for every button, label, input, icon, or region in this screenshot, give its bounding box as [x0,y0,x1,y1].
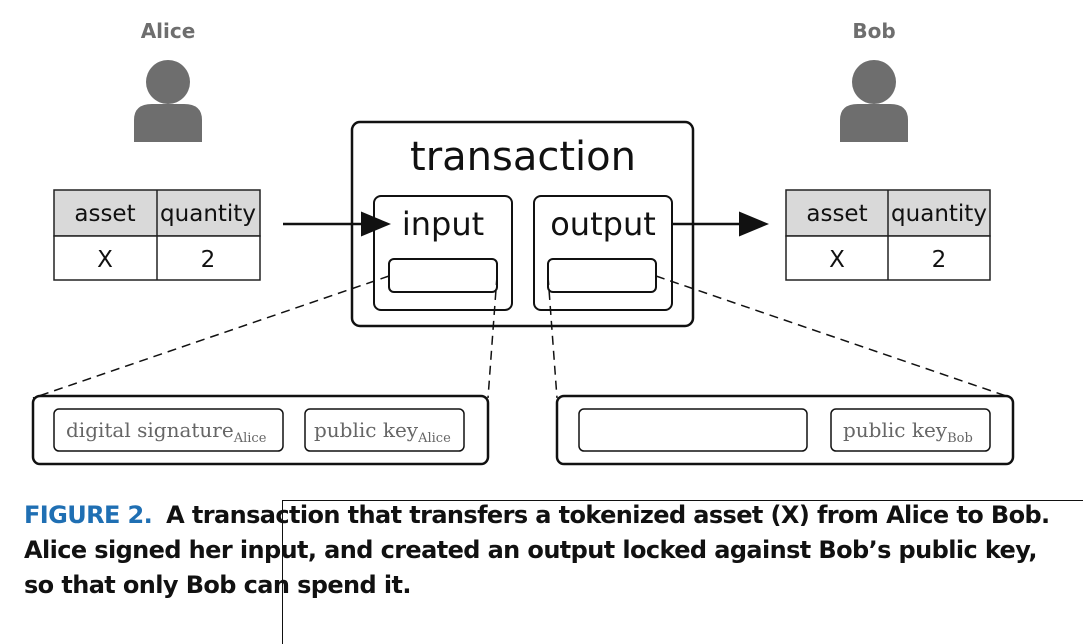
output-detail-box: public keyBob [555,394,1015,466]
table-cell-quantity: 2 [932,247,947,273]
alice-asset-table: asset quantity X 2 [53,189,261,281]
figure-label: FIGURE 2. [24,501,153,529]
transaction-box: transaction input output [350,120,695,328]
output-slot [547,258,657,293]
caption-text: A transaction that transfers a tokenized… [24,501,1050,599]
bob-public-key-field [830,408,991,452]
bob-person-icon [840,60,908,142]
digital-signature-field [53,408,284,452]
alice-person-icon [134,60,202,142]
actor-alice-label: Alice [141,19,196,43]
empty-field [578,408,808,452]
table-header-quantity: quantity [891,201,987,227]
table-cell-asset: X [829,247,845,273]
figure-caption: FIGURE 2.A transaction that transfers a … [24,498,1064,603]
table-cell-quantity: 2 [201,247,216,273]
zoom-lines [32,275,1013,399]
overlay-vertical-rule [282,500,283,644]
input-label: input [402,205,484,243]
table-header-asset: asset [806,201,867,227]
bob-public-key-text: public keyBob [843,418,973,446]
input-slot [388,258,498,293]
overlay-horizontal-rule [282,500,1083,501]
bob-asset-table: asset quantity X 2 [785,189,991,281]
table-cell-asset: X [97,247,113,273]
transaction-title: transaction [410,134,636,180]
alice-public-key-text: public keyAlice [314,418,451,446]
digital-signature-text: digital signatureAlice [66,418,267,446]
alice-public-key-field [304,408,465,452]
table-header-quantity: quantity [160,201,256,227]
actor-bob-label: Bob [852,19,895,43]
output-label: output [550,205,656,243]
table-header-asset: asset [74,201,135,227]
input-detail-box: digital signatureAlice public keyAlice [31,394,490,466]
